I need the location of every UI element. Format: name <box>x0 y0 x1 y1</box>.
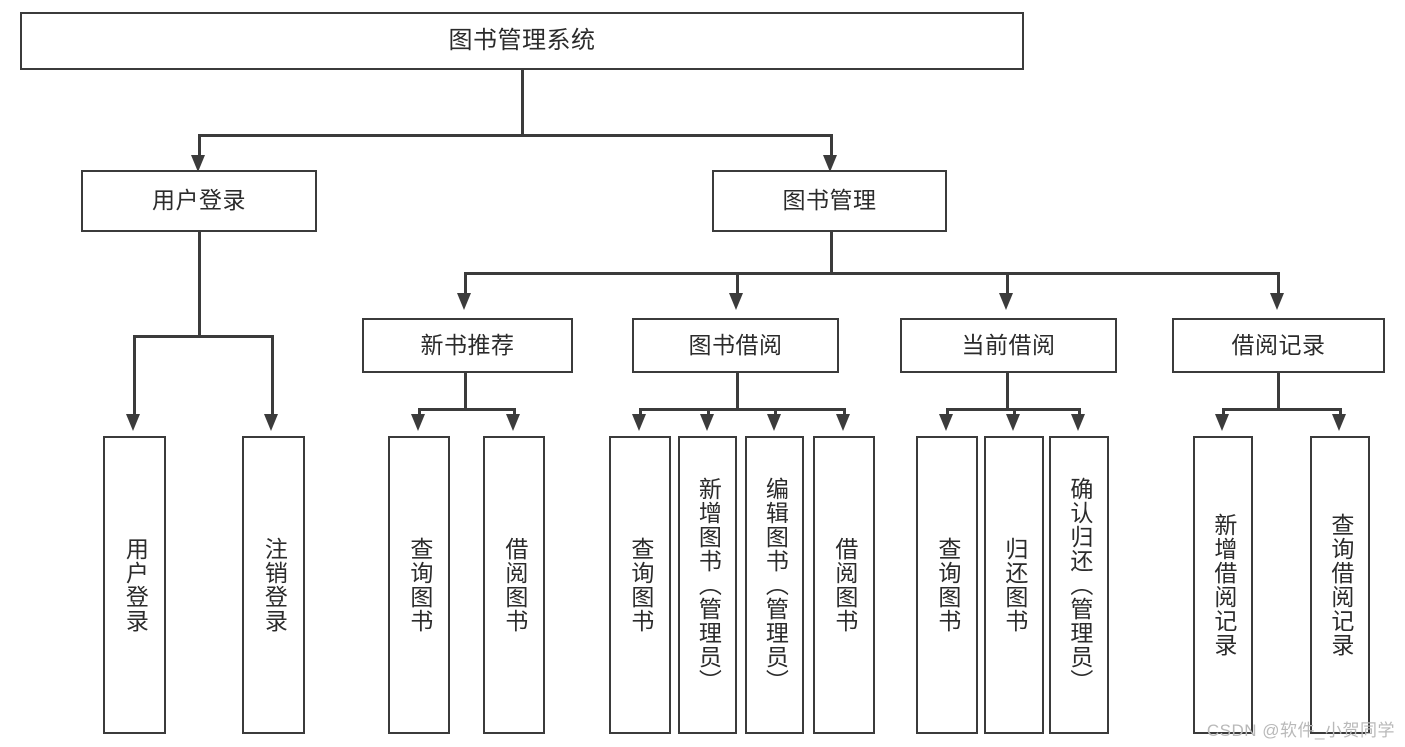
node-user-login[interactable]: 用户登录 <box>81 170 317 232</box>
connector-records-right <box>1339 408 1342 417</box>
leaf-logout[interactable]: 注销登录 <box>242 436 305 734</box>
node-label: 新增借阅记录 <box>1210 513 1237 657</box>
arrow-new-book-leaf-2 <box>506 414 520 431</box>
arrow-to-new-book <box>457 293 471 310</box>
connector-book-mgmt-to-records <box>1277 272 1280 296</box>
connector-user-login-stem <box>198 232 201 337</box>
node-label: 查询图书 <box>934 537 961 633</box>
arrow-user-login-leaf-2 <box>264 414 278 431</box>
connector-borrow-bar <box>639 408 845 411</box>
leaf-edit-book-admin[interactable]: 编辑图书（管理员） <box>745 436 804 734</box>
connector-user-login-right <box>271 335 274 417</box>
arrow-records-leaf-2 <box>1332 414 1346 431</box>
leaf-user-login[interactable]: 用户登录 <box>103 436 166 734</box>
node-label: 查询图书 <box>406 537 433 633</box>
connector-book-mgmt-to-borrow <box>736 272 739 296</box>
node-label: 借阅图书 <box>831 537 858 633</box>
node-new-book-recommendation[interactable]: 新书推荐 <box>362 318 573 373</box>
connector-new-book-left <box>418 408 421 417</box>
leaf-add-borrow-record[interactable]: 新增借阅记录 <box>1193 436 1253 734</box>
arrow-new-book-leaf-1 <box>411 414 425 431</box>
leaf-query-borrow-record[interactable]: 查询借阅记录 <box>1310 436 1370 734</box>
node-label: 当前借阅 <box>961 331 1056 358</box>
arrow-records-leaf-1 <box>1215 414 1229 431</box>
node-label: 查询图书 <box>627 537 654 633</box>
leaf-borrow-books-new-book[interactable]: 借阅图书 <box>483 436 545 734</box>
node-label: 编辑图书（管理员） <box>762 477 789 693</box>
connector-root-to-book-mgmt <box>830 134 833 159</box>
node-label: 归还图书 <box>1001 537 1028 633</box>
connector-new-book-stem <box>464 373 467 410</box>
node-label: 用户登录 <box>152 187 246 214</box>
connector-user-login-left <box>133 335 136 417</box>
arrow-current-leaf-2 <box>1006 414 1020 431</box>
connector-borrow-b4 <box>843 408 846 417</box>
leaf-query-books-borrow[interactable]: 查询图书 <box>609 436 671 734</box>
arrow-borrow-leaf-3 <box>767 414 781 431</box>
arrow-root-to-book-mgmt <box>823 155 837 172</box>
arrow-current-leaf-3 <box>1071 414 1085 431</box>
leaf-add-book-admin[interactable]: 新增图书（管理员） <box>678 436 737 734</box>
connector-records-bar <box>1222 408 1341 411</box>
connector-borrow-b3 <box>774 408 777 417</box>
arrow-to-records <box>1270 293 1284 310</box>
node-label: 确认归还（管理员） <box>1066 477 1093 693</box>
node-label: 新增图书（管理员） <box>695 477 722 693</box>
connector-new-book-right <box>513 408 516 417</box>
arrow-user-login-leaf-1 <box>126 414 140 431</box>
connector-records-left <box>1222 408 1225 417</box>
arrow-current-leaf-1 <box>939 414 953 431</box>
connector-book-mgmt-to-new-book <box>464 272 467 296</box>
connector-book-mgmt-bar <box>464 272 1279 275</box>
connector-book-mgmt-stem <box>830 232 833 274</box>
leaf-query-books-new-book[interactable]: 查询图书 <box>388 436 450 734</box>
node-label: 新书推荐 <box>420 331 515 358</box>
connector-borrow-stem <box>736 373 739 410</box>
node-current-borrowing[interactable]: 当前借阅 <box>900 318 1117 373</box>
node-label: 用户登录 <box>122 537 149 633</box>
connector-book-mgmt-to-current <box>1006 272 1009 296</box>
node-borrowing-records[interactable]: 借阅记录 <box>1172 318 1385 373</box>
leaf-query-books-current[interactable]: 查询图书 <box>916 436 978 734</box>
arrow-root-to-user-login <box>191 155 205 172</box>
node-label: 借阅记录 <box>1231 331 1326 358</box>
connector-records-stem <box>1277 373 1280 410</box>
node-root-book-management-system[interactable]: 图书管理系统 <box>20 12 1024 70</box>
connector-user-login-bar <box>133 335 272 338</box>
node-label: 借阅图书 <box>501 537 528 633</box>
node-label: 图书管理 <box>782 187 877 214</box>
node-book-borrowing[interactable]: 图书借阅 <box>632 318 839 373</box>
node-label: 查询借阅记录 <box>1327 513 1354 657</box>
connector-new-book-bar <box>418 408 516 411</box>
connector-current-b1 <box>946 408 949 417</box>
connector-borrow-b1 <box>639 408 642 417</box>
arrow-borrow-leaf-2 <box>700 414 714 431</box>
connector-current-stem <box>1006 373 1009 410</box>
connector-root-to-user-login <box>198 134 201 159</box>
connector-root-bar <box>198 134 832 137</box>
node-label: 注销登录 <box>261 537 288 633</box>
watermark: CSDN @软件_小贺同学 <box>1206 721 1395 740</box>
node-label: 图书管理系统 <box>448 26 596 54</box>
connector-current-b3 <box>1078 408 1081 417</box>
node-book-management[interactable]: 图书管理 <box>712 170 947 232</box>
arrow-to-borrow <box>729 293 743 310</box>
arrow-to-current <box>999 293 1013 310</box>
leaf-confirm-return-admin[interactable]: 确认归还（管理员） <box>1049 436 1109 734</box>
node-label: 图书借阅 <box>688 331 783 358</box>
leaf-borrow-books[interactable]: 借阅图书 <box>813 436 875 734</box>
connector-current-b2 <box>1013 408 1016 417</box>
arrow-borrow-leaf-4 <box>836 414 850 431</box>
arrow-borrow-leaf-1 <box>632 414 646 431</box>
leaf-return-books[interactable]: 归还图书 <box>984 436 1044 734</box>
connector-root-stem <box>521 70 524 135</box>
connector-borrow-b2 <box>707 408 710 417</box>
